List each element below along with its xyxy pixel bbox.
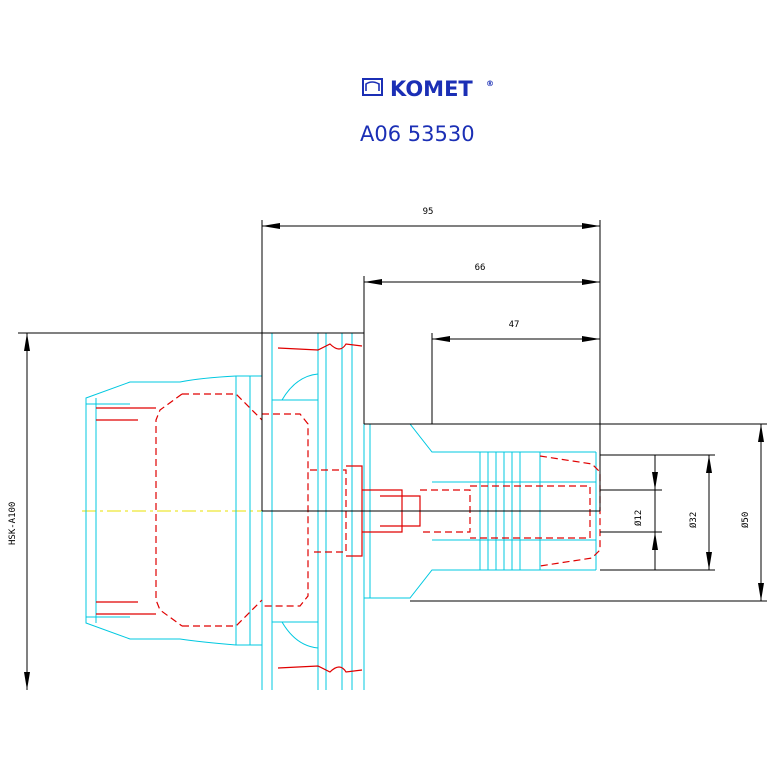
dimension-dia-50: Ø50 <box>740 424 764 601</box>
dim-dia50-label: Ø50 <box>740 512 751 528</box>
brand-name: KOMET <box>390 77 473 101</box>
dimension-geometry <box>18 220 767 602</box>
dimension-hsk: HSK-A100 <box>8 333 30 690</box>
dim-47-label: 47 <box>509 320 520 330</box>
dim-dia32-label: Ø32 <box>688 512 699 528</box>
dim-dia12-label: Ø12 <box>633 510 644 526</box>
dimension-dia-12: Ø12 <box>633 455 658 570</box>
komet-logo-icon <box>362 78 383 96</box>
dimension-66: 66 <box>364 263 600 285</box>
dim-95-label: 95 <box>423 207 434 217</box>
dimension-dia-32: Ø32 <box>688 455 712 570</box>
dim-hsk-label: HSK-A100 <box>8 502 18 545</box>
part-number: A06 53530 <box>360 122 475 146</box>
hidden-lines <box>96 343 601 673</box>
dim-66-label: 66 <box>475 263 486 273</box>
dimension-95: 95 <box>262 207 600 229</box>
brand-registered-mark: ® <box>486 79 494 88</box>
dimension-47: 47 <box>432 320 600 342</box>
